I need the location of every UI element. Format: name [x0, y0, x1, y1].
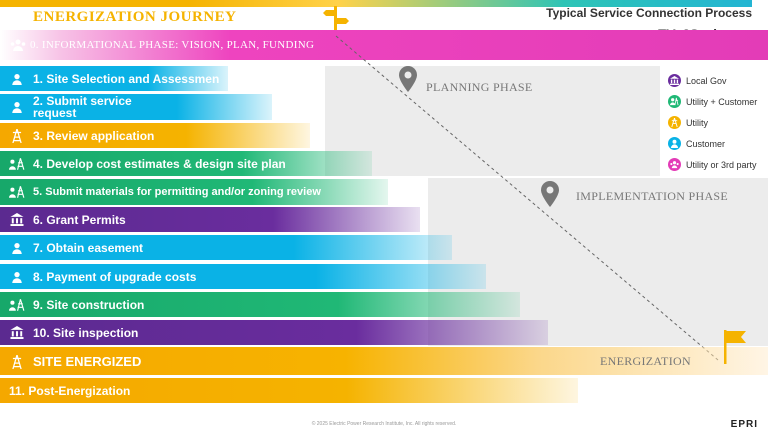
group-tower-icon: [9, 297, 25, 313]
informational-phase-label: 0. INFORMATIONAL PHASE: VISION, PLAN, FU…: [30, 39, 315, 51]
planning-phase-background: [325, 66, 660, 176]
informational-phase-band: [0, 30, 768, 60]
person-icon: [9, 99, 25, 115]
energization-phase-label: ENERGIZATION: [600, 354, 691, 368]
step-label: SITE ENERGIZED: [33, 353, 142, 369]
power-tower-icon: [9, 354, 25, 370]
planning-phase-label: PLANNING PHASE: [426, 80, 533, 94]
person-icon: [668, 137, 681, 150]
planning-location-pin-icon: [399, 66, 417, 92]
legend-item-customer: Customer: [668, 133, 757, 154]
copyright-footer: © 2025 Electric Power Research Institute…: [311, 421, 457, 427]
step-label: 5. Submit materials for permitting and/o…: [33, 185, 321, 198]
legend-item-local-gov: Local Gov: [668, 70, 757, 91]
group-icon: [668, 158, 681, 171]
step-2-submit-service-request: 2. Submit service request: [0, 94, 272, 120]
legend-item-utility-or-3rd-party: Utility or 3rd party: [668, 154, 757, 175]
group-tower-icon: [9, 184, 25, 200]
step-label: 4. Develop cost estimates & design site …: [33, 156, 286, 171]
step-label: 3. Review application: [33, 128, 155, 143]
step-3-review-application: 3. Review application: [0, 123, 310, 148]
step-7-obtain-easement: 7. Obtain easement: [0, 235, 452, 260]
step-1-site-selection: 1. Site Selection and Assessmen: [0, 66, 228, 91]
legend-label: Utility: [686, 117, 708, 128]
step-9-site-construction: 9. Site construction: [0, 292, 520, 317]
government-building-icon: [9, 212, 25, 228]
legend-label: Customer: [686, 138, 726, 149]
legend-label: Utility or 3rd party: [686, 159, 757, 170]
implementation-phase-background: [428, 178, 768, 346]
step-label: 11. Post-Energization: [9, 383, 131, 398]
person-icon: [9, 240, 25, 256]
step-label: 9. Site construction: [33, 297, 145, 312]
step-4-develop-cost-estimates: 4. Develop cost estimates & design site …: [0, 151, 372, 176]
legend: Local Gov Utility + Customer Utility Cus…: [668, 70, 757, 175]
step-5-submit-materials-permitting: 5. Submit materials for permitting and/o…: [0, 179, 388, 205]
power-tower-icon: [9, 128, 25, 144]
signpost-icon: [323, 6, 349, 36]
step-site-energized: SITE ENERGIZED: [0, 349, 340, 374]
step-8-payment-upgrade-costs: 8. Payment of upgrade costs: [0, 264, 486, 289]
person-icon: [9, 71, 25, 87]
step-label: 10. Site inspection: [33, 325, 139, 340]
step-11-post-energization: 11. Post-Energization: [0, 378, 578, 403]
page-title: Typical Service Connection Process: [546, 6, 752, 20]
flag-icon: [724, 330, 746, 364]
step-label: 1. Site Selection and Assessmen: [33, 71, 220, 86]
group-tower-icon: [668, 95, 681, 108]
step-6-grant-permits: 6. Grant Permits: [0, 207, 420, 232]
person-icon: [9, 269, 25, 285]
step-label: 8. Payment of upgrade costs: [33, 269, 197, 284]
journey-title: ENERGIZATION JOURNEY: [33, 9, 237, 25]
implementation-phase-label: IMPLEMENTATION PHASE: [576, 189, 729, 203]
government-building-icon: [9, 325, 25, 341]
implementation-location-pin-icon: [541, 181, 559, 207]
legend-item-utility: Utility: [668, 112, 757, 133]
step-label: 7. Obtain easement: [33, 240, 144, 255]
step-label: 6. Grant Permits: [33, 212, 126, 227]
step-label: 2. Submit service request: [33, 94, 132, 120]
top-gradient-bar: [0, 0, 752, 7]
legend-label: Utility + Customer: [686, 96, 758, 107]
government-building-icon: [668, 74, 681, 87]
epri-logo: EPRI: [730, 419, 758, 430]
step-10-site-inspection: 10. Site inspection: [0, 320, 548, 345]
group-icon: [10, 39, 26, 51]
power-tower-icon: [668, 116, 681, 129]
legend-label: Local Gov: [686, 75, 727, 86]
legend-item-utility-customer: Utility + Customer: [668, 91, 757, 112]
group-tower-icon: [9, 156, 25, 172]
site-energized-band: [0, 347, 768, 375]
